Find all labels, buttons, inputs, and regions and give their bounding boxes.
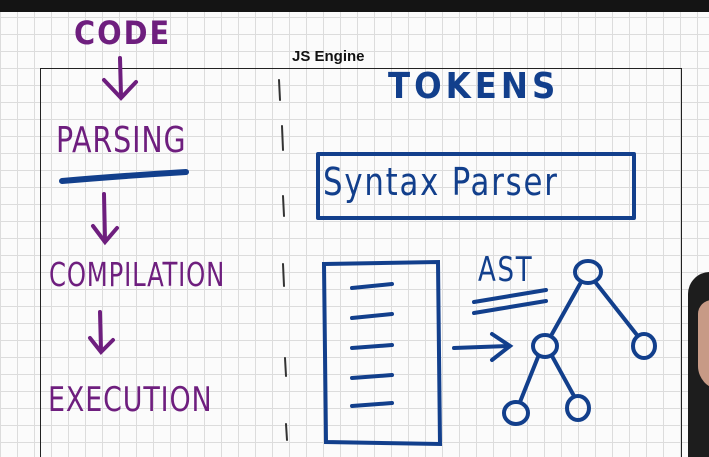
video-top-bar [0,0,709,12]
engine-title: JS Engine [292,48,365,65]
ast-label: AST [478,250,534,290]
arrow-to-ast [452,332,514,362]
presenter-face [698,300,709,390]
dashed-divider [278,79,288,441]
ast-underline [472,288,548,315]
execution-label: EXECUTION [48,380,213,420]
arrow-code-to-parsing [102,56,138,101]
syntax-parser-box [316,152,636,220]
tokens-label: TOKENS [388,66,560,107]
code-label: CODE [74,14,172,52]
js-engine-frame [40,68,682,457]
arrow-parsing-to-compilation [91,192,119,246]
parsing-underline [59,169,189,184]
ast-tree [502,259,657,426]
syntax-parser-label: Syntax Parser [323,160,559,204]
parsing-label: PARSING [56,120,187,161]
compilation-label: COMPILATION [49,255,226,294]
token-document [321,259,443,447]
arrow-compilation-to-execution [88,310,115,356]
